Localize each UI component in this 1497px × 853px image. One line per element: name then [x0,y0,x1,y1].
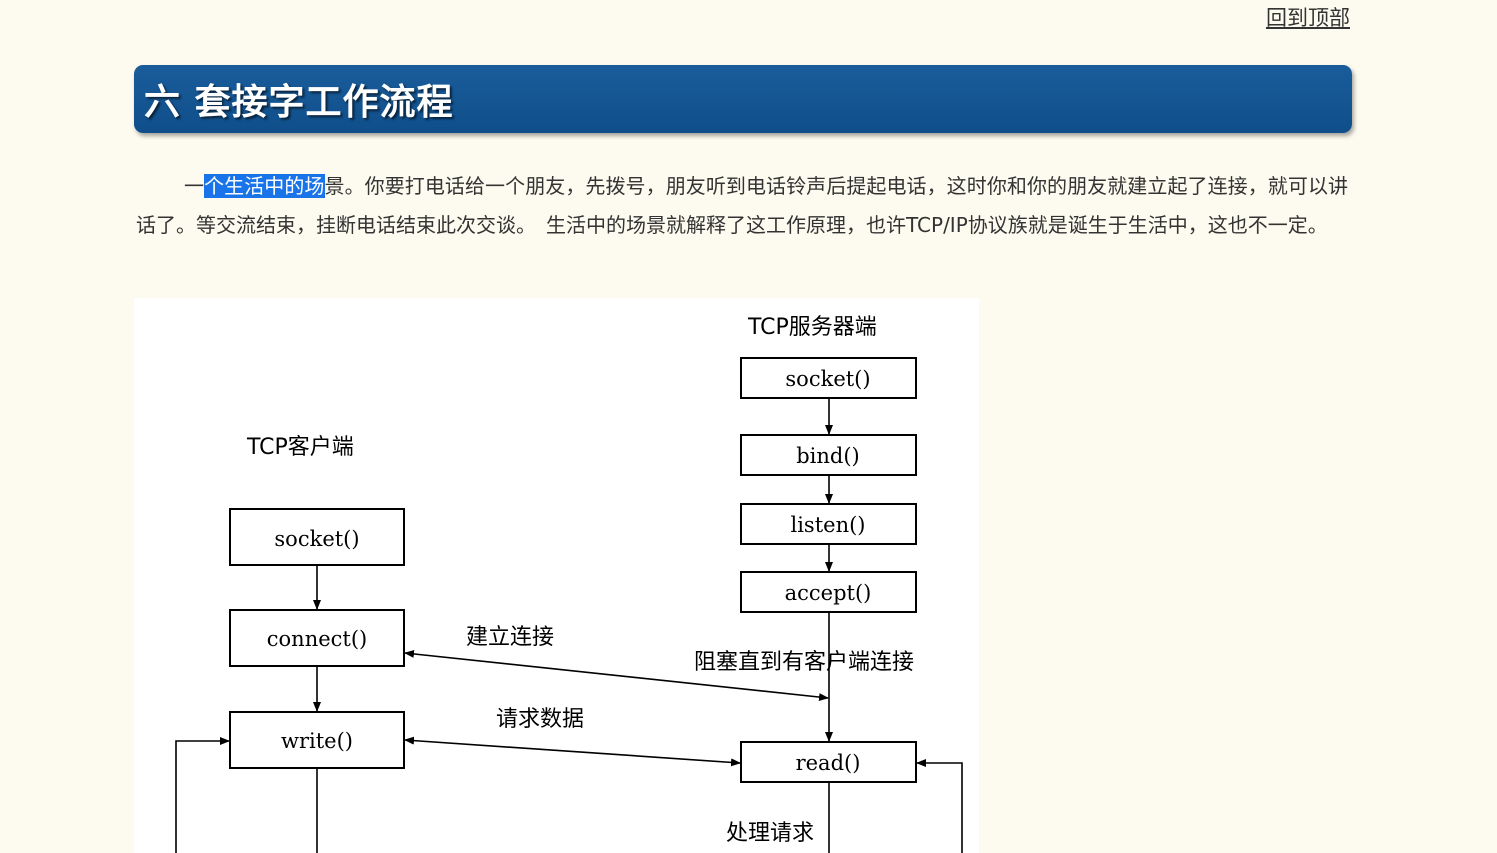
server-read-label: read() [796,751,861,775]
process-label: 处理请求 [726,821,814,846]
paragraph-lead: 一 [184,174,205,198]
client-connect-box: connect() [229,609,405,667]
section-header: 六 套接字工作流程 [134,65,1352,133]
section-title: 六 套接字工作流程 [144,82,454,123]
server-bind-box: bind() [740,434,917,476]
server-accept-label: accept() [785,581,872,605]
client-write-label: write() [281,729,353,753]
tcp-flow-diagram: TCP服务器端 TCP客户端 socket() bind() listen() … [134,298,979,853]
server-socket-box: socket() [740,357,917,399]
server-loop-arrow [916,759,963,853]
paragraph-rest: 景。你要打电话给一个朋友，先拨号，朋友听到电话铃声后提起电话，这时你和你的朋友就… [136,174,1349,237]
client-write-box: write() [229,711,405,769]
client-socket-box: socket() [229,508,405,566]
server-accept-box: accept() [740,571,917,613]
intro-paragraph: 一个生活中的场景。你要打电话给一个朋友，先拨号，朋友听到电话铃声后提起电话，这时… [136,167,1348,245]
connect-accept-arrow [404,649,829,702]
server-read-box: read() [740,741,917,783]
selected-text[interactable]: 个生活中的场 [204,174,325,198]
server-listen-box: listen() [740,503,917,545]
server-title: TCP服务器端 [747,315,877,340]
request-label: 请求数据 [496,707,584,732]
server-socket-label: socket() [785,367,870,391]
establish-label: 建立连接 [466,625,554,650]
client-connect-label: connect() [267,627,367,651]
server-listen-label: listen() [791,513,866,537]
client-loop-arrow [175,737,230,853]
client-title: TCP客户端 [246,435,354,460]
client-socket-label: socket() [274,527,359,551]
write-read-arrow [404,736,741,767]
tcp-flow-svg: TCP服务器端 TCP客户端 socket() bind() listen() … [175,315,963,853]
block-label: 阻塞直到有客户端连接 [694,650,914,675]
server-bind-label: bind() [796,444,860,468]
back-to-top-link[interactable]: 回到顶部 [1266,6,1350,30]
